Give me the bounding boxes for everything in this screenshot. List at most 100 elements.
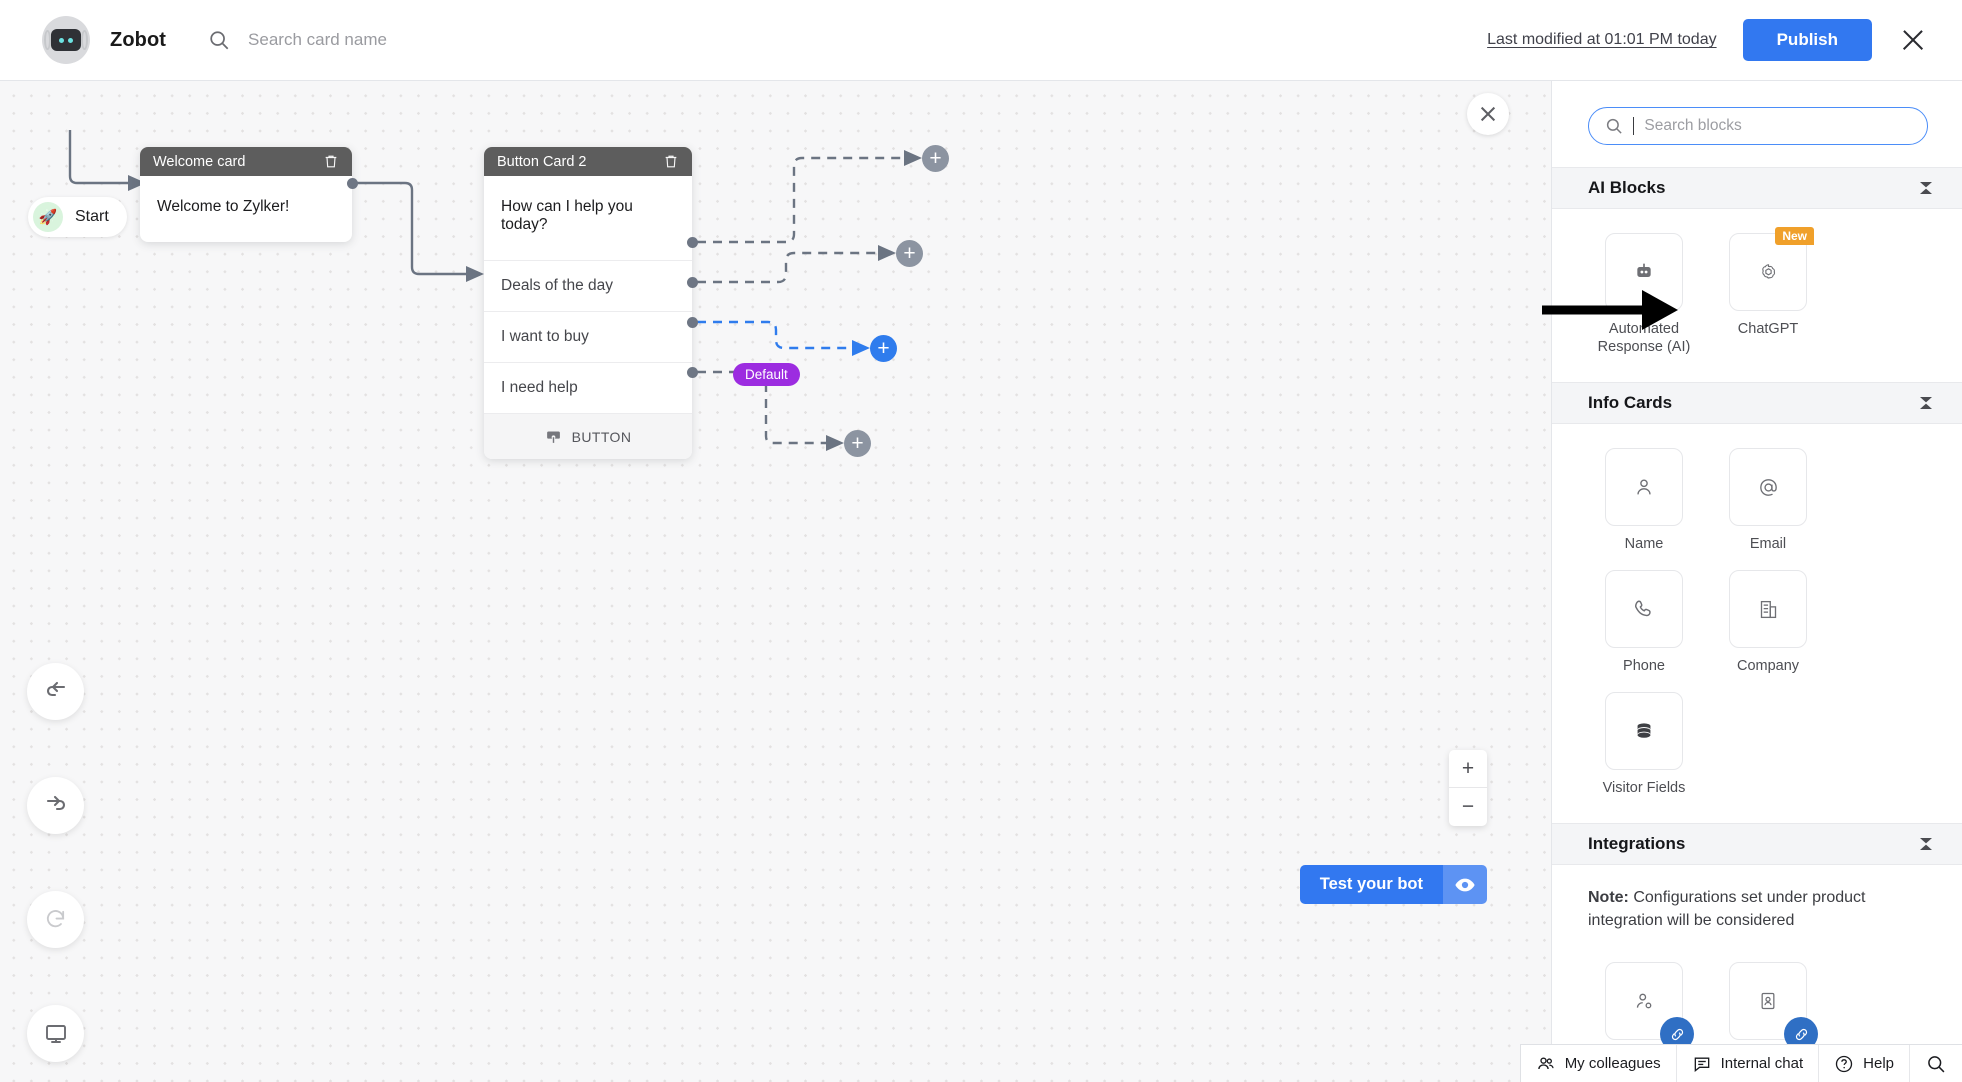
block-label: ChatGPT (1737, 321, 1799, 337)
card-header: Button Card 2 (484, 147, 692, 176)
redo-icon (46, 795, 65, 810)
chatbar-search-button[interactable] (1910, 1045, 1962, 1082)
button-tap-icon (546, 431, 560, 443)
my-colleagues-label: My colleagues (1564, 1055, 1661, 1072)
internal-chat-button[interactable]: Internal chat (1677, 1044, 1820, 1082)
rocket-icon: 🚀 (33, 202, 63, 232)
card-search-placeholder: Search card name (248, 30, 387, 49)
preview-eye-button[interactable] (1443, 865, 1487, 904)
search-icon (210, 31, 229, 50)
test-your-bot-label: Test your bot (1299, 865, 1443, 904)
add-node-button[interactable]: + (896, 240, 923, 267)
card-option-row[interactable]: I need help (484, 362, 692, 413)
option-output-port[interactable] (687, 277, 698, 288)
card-footer-label: BUTTON (571, 428, 632, 445)
building-icon (1760, 600, 1776, 618)
person-add-icon (1636, 993, 1651, 1009)
eye-icon (1455, 878, 1475, 891)
help-label: Help (1863, 1055, 1894, 1072)
card-output-port[interactable] (347, 178, 358, 189)
start-node-label: Start (75, 208, 109, 225)
brand-name: Zobot (110, 28, 167, 51)
robot-icon (1637, 263, 1651, 277)
card-body-text: How can I help you today? (501, 198, 633, 233)
bottom-chat-bar: My colleagues Internal chat Help (1519, 1044, 1962, 1082)
help-button[interactable]: Help (1819, 1044, 1910, 1082)
block-email[interactable]: Email (1706, 448, 1830, 554)
redo-button[interactable] (27, 777, 84, 834)
my-colleagues-button[interactable]: My colleagues (1521, 1044, 1677, 1082)
blocks-panel: Search blocks AI Blocks Automated Respon… (1551, 81, 1962, 1082)
preview-screen-button[interactable] (27, 1005, 84, 1062)
block-label: Automated Response (AI) (1597, 321, 1691, 355)
start-node[interactable]: 🚀 Start (28, 197, 127, 237)
section-header-integrations[interactable]: Integrations (1552, 823, 1962, 866)
collapse-icon[interactable] (1918, 836, 1934, 852)
block-tile (1605, 691, 1683, 770)
brand: Zobot (42, 16, 166, 64)
close-icon[interactable] (1898, 25, 1928, 55)
card-header: Welcome card (140, 147, 352, 176)
card-body-text: Welcome to Zylker! (157, 198, 290, 215)
new-badge: New (1775, 227, 1814, 245)
refresh-icon (46, 910, 65, 928)
card-search[interactable]: Search card name (208, 29, 387, 51)
last-modified-label[interactable]: Last modified at 01:01 PM today (1487, 31, 1717, 48)
option-output-port[interactable] (687, 317, 698, 328)
flow-card-welcome[interactable]: Welcome card Welcome to Zylker! (140, 147, 352, 242)
add-node-button[interactable]: + (844, 430, 871, 457)
block-automated-response[interactable]: Automated Response (AI) (1582, 233, 1706, 356)
search-icon (1606, 118, 1622, 134)
publish-button[interactable]: Publish (1742, 19, 1872, 61)
test-your-bot-button[interactable]: Test your bot (1299, 865, 1487, 904)
internal-chat-label: Internal chat (1720, 1055, 1804, 1072)
section-header-ai-blocks[interactable]: AI Blocks (1552, 167, 1962, 209)
trash-icon[interactable] (323, 153, 339, 170)
search-icon (1928, 1055, 1945, 1072)
collapse-icon[interactable] (1918, 180, 1934, 196)
card-option-row[interactable]: Deals of the day (484, 260, 692, 311)
block-label: Email (1749, 536, 1787, 553)
block-name[interactable]: Name (1582, 448, 1706, 554)
add-node-button[interactable]: + (870, 335, 897, 362)
collapse-icon[interactable] (1918, 395, 1934, 411)
trash-icon[interactable] (663, 153, 679, 170)
block-visitor-fields[interactable]: Visitor Fields (1582, 691, 1706, 798)
person-icon (1637, 479, 1651, 495)
block-tile (1729, 448, 1807, 527)
block-tile (1729, 570, 1807, 649)
option-output-port[interactable] (687, 237, 698, 248)
question-circle-icon (1835, 1055, 1853, 1072)
zoom-out-button[interactable]: − (1461, 795, 1475, 818)
blocks-search-input[interactable]: Search blocks (1588, 107, 1928, 145)
zoom-in-button[interactable]: + (1449, 750, 1487, 788)
monitor-icon (45, 1024, 66, 1043)
chatgpt-icon (1761, 263, 1775, 278)
flow-card-button-card-2[interactable]: Button Card 2 How can I help you today? … (484, 147, 692, 459)
integrations-note: Note: Configurations set under product i… (1552, 865, 1962, 938)
block-label: Visitor Fields (1602, 779, 1686, 796)
block-chatgpt[interactable]: New ChatGPT (1706, 227, 1830, 356)
block-tile: New (1729, 227, 1814, 311)
add-node-button[interactable]: + (922, 145, 949, 172)
block-tile (1605, 448, 1683, 527)
refresh-button[interactable] (27, 891, 84, 948)
section-body-ai-blocks: Automated Response (AI) New ChatGPT (1552, 209, 1962, 382)
block-label: Phone (1623, 658, 1665, 675)
canvas-close-button[interactable] (1467, 93, 1509, 135)
database-icon (1637, 723, 1651, 738)
undo-button[interactable] (27, 663, 84, 720)
integrations-note-label: Note: (1588, 889, 1629, 907)
card-option-row[interactable]: I want to buy (484, 311, 692, 362)
block-company[interactable]: Company (1706, 570, 1830, 676)
card-button-footer[interactable]: BUTTON (484, 413, 692, 459)
bot-avatar-icon (42, 16, 90, 64)
block-phone[interactable]: Phone (1582, 570, 1706, 676)
zoom-controls: + − (1449, 750, 1487, 826)
flow-canvas[interactable]: 🚀 Start Welcome card Welcome to Zylker! … (0, 81, 1551, 1082)
default-output-port[interactable] (687, 367, 698, 378)
section-title: Integrations (1588, 834, 1686, 854)
blocks-search-placeholder: Search blocks (1644, 117, 1742, 134)
section-header-info-cards[interactable]: Info Cards (1552, 382, 1962, 425)
